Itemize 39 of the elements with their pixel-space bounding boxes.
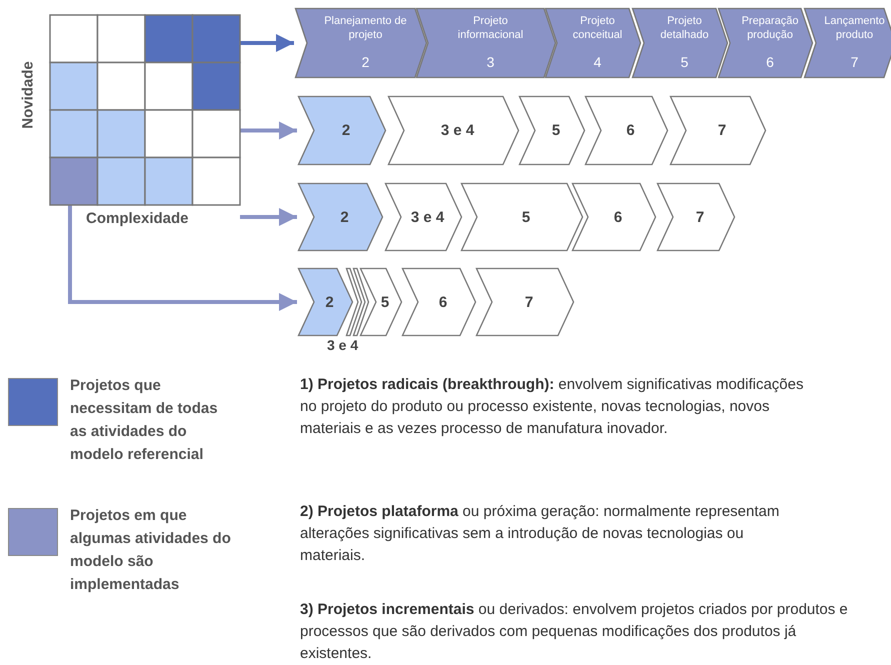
legend-text: Projetos que necessitam de todas as atividades do modelo referencial	[70, 376, 219, 465]
stage-name: Projeto conceitual	[572, 14, 624, 43]
stage-number: 2	[362, 52, 370, 71]
arrow	[240, 208, 297, 226]
stage-name: Planejamento de projeto	[323, 14, 408, 43]
stage-label: 3 e 4	[327, 337, 358, 353]
stage-name: Projeto detalhado	[659, 14, 710, 43]
description-paragraph: 2) Projetos plataforma ou próxima geração: normalmente representam alterações significativas sem a introdução de novas tecnologias ou materiais.	[300, 502, 780, 566]
stage-name: Lançamento produto	[823, 14, 886, 43]
stage-number: 4	[594, 52, 602, 71]
stage-number: 7	[850, 52, 858, 71]
stage-number: 5	[380, 294, 390, 310]
stage-number: 5	[552, 122, 560, 139]
stage-number: 3	[486, 52, 494, 71]
stage-number: 2	[325, 294, 334, 310]
novelty-complexity-matrix	[50, 15, 240, 205]
stage-number: 3 e 4	[440, 122, 474, 139]
stage-name: Projeto informacional	[456, 14, 524, 43]
stage-number: 6	[614, 208, 622, 226]
arrow	[240, 34, 294, 52]
stage-number: 5	[522, 208, 530, 226]
legend-text: Projetos em que algumas atividades do modelo são implementadas	[70, 506, 232, 595]
arrow	[68, 205, 297, 311]
axis-label: Complexidade	[86, 210, 189, 227]
axis-label: Novidade	[20, 61, 36, 129]
stage-number: 6	[438, 294, 448, 310]
stage-name: Preparação produção	[740, 14, 800, 43]
stage-number: 2	[342, 122, 350, 139]
stage-number: 7	[524, 294, 534, 310]
stage-number: 7	[696, 208, 704, 226]
stage-number: 2	[340, 208, 349, 226]
stage-number: 6	[626, 122, 635, 139]
arrow	[240, 122, 297, 140]
stage-number: 7	[718, 122, 726, 139]
stage-number: 6	[766, 52, 774, 71]
stage-number: 3 e 4	[410, 208, 444, 226]
description-paragraph: 3) Projetos incrementais ou derivados: envolvem projetos criados por produtos e processos que são derivados com pequenas modificações dos produtos já existentes.	[300, 600, 849, 664]
description-paragraph: 1) Projetos radicais (breakthrough): envolvem significativas modificações no projeto do produto ou processo existente, novas tecnologias, novos materiais e as vezes processo de manufatura inovador.	[300, 375, 804, 439]
stage-number: 5	[680, 52, 688, 71]
